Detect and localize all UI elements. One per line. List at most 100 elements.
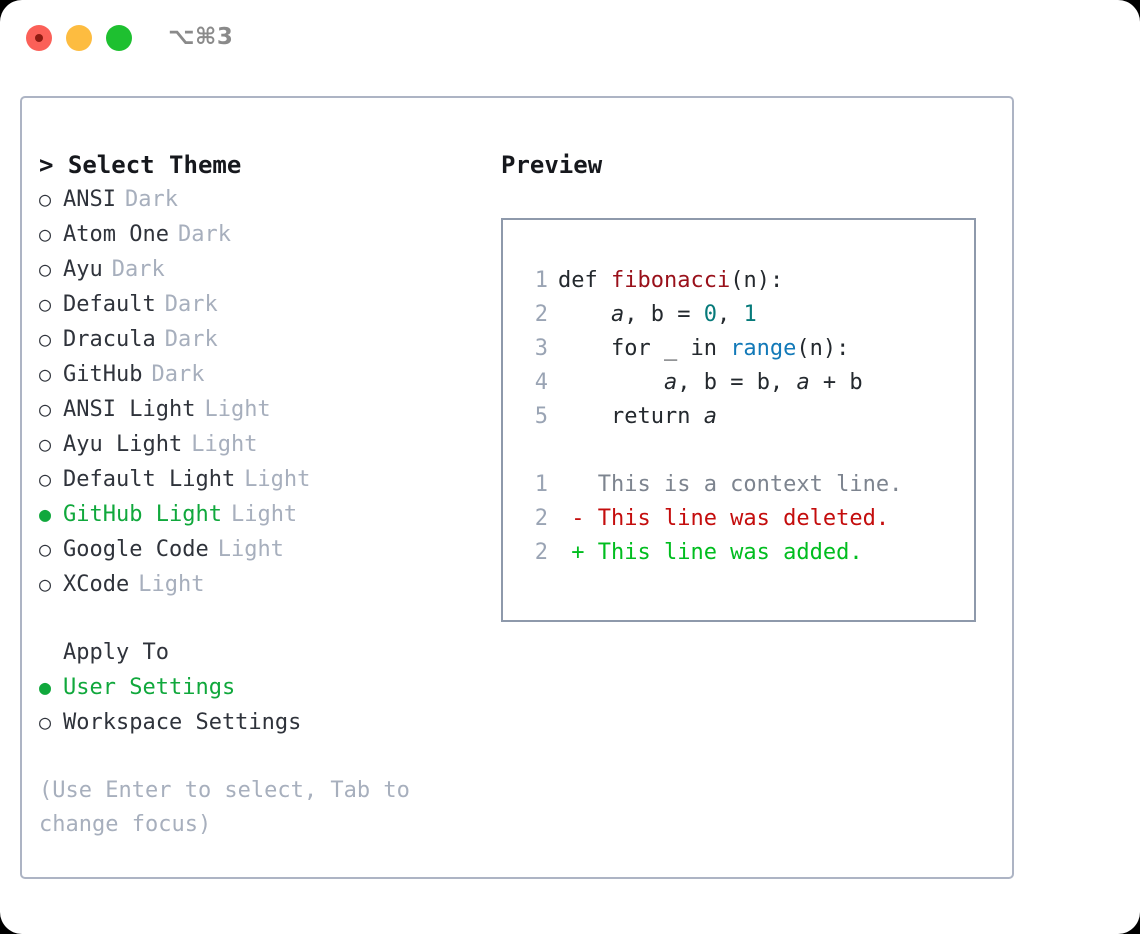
theme-option-8[interactable]: ○ Default Light Light — [39, 462, 479, 497]
theme-option-variant: Dark — [124, 187, 178, 212]
code-token-plain: (n): — [796, 336, 850, 361]
theme-option-variant: Light — [191, 432, 258, 457]
diff-sample: 1 This is a context line. 2 - This line w… — [521, 468, 974, 570]
radio-unselected-icon: ○ — [39, 432, 52, 456]
apply-option-label: User Settings — [63, 675, 236, 700]
code-token-var: a — [663, 370, 678, 395]
theme-option-variant: Light — [138, 572, 205, 597]
code-token-plain: def — [558, 268, 611, 293]
theme-option-4[interactable]: ○ Dracula Dark — [39, 322, 479, 357]
radio-unselected-icon: ○ — [39, 257, 52, 281]
radio-unselected-icon: ○ — [39, 397, 52, 421]
radio-unselected-icon: ○ — [39, 362, 52, 386]
code-token-plain: + b — [809, 370, 863, 395]
code-token-plain: , — [716, 302, 744, 327]
keyboard-hint: (Use Enter to select, Tab to change focu… — [39, 778, 410, 837]
code-line-2: 3 for _ in range(n): — [521, 332, 974, 366]
theme-option-variant: Dark — [111, 257, 165, 282]
diff-line-0: 1 This is a context line. — [521, 468, 974, 502]
theme-option-10[interactable]: ○ Google Code Light — [39, 532, 479, 567]
code-line-number: 5 — [534, 404, 548, 429]
preview-heading: Preview — [501, 151, 603, 179]
code-line-number: 3 — [534, 336, 548, 361]
theme-option-label: Atom One — [63, 222, 169, 247]
code-token-plain — [558, 370, 664, 395]
diff-line-2: 2 + This line was added. — [521, 536, 974, 570]
radio-unselected-icon: ○ — [39, 327, 52, 351]
radio-selected-icon: ● — [39, 502, 52, 526]
minimize-button[interactable] — [66, 25, 92, 51]
select-theme-heading: > Select Theme — [39, 151, 242, 179]
radio-unselected-icon: ○ — [39, 222, 52, 246]
theme-option-variant: Dark — [177, 222, 231, 247]
apply-to-heading: Apply To — [63, 640, 169, 665]
apply-option-0[interactable]: ● User Settings — [39, 670, 479, 705]
titlebar: ⌥⌘3 — [0, 0, 1140, 76]
code-token-plain: for _ in — [558, 336, 731, 361]
maximize-button[interactable] — [106, 25, 132, 51]
code-token-var: a — [610, 302, 625, 327]
window-controls — [26, 25, 132, 51]
theme-option-label: Default — [63, 292, 156, 317]
theme-option-1[interactable]: ○ Atom One Dark — [39, 217, 479, 252]
theme-option-variant: Light — [244, 467, 311, 492]
theme-option-variant: Light — [204, 397, 271, 422]
code-token-var: a — [703, 404, 717, 429]
apply-option-1[interactable]: ○ Workspace Settings — [39, 705, 479, 740]
theme-option-6[interactable]: ○ ANSI Light Light — [39, 392, 479, 427]
theme-option-label: ANSI — [63, 187, 116, 212]
code-line-1: 2 a, b = 0, 1 — [521, 298, 974, 332]
code-line-number: 4 — [534, 370, 548, 395]
theme-option-label: Ayu Light — [63, 432, 183, 457]
radio-unselected-icon: ○ — [39, 187, 52, 211]
theme-option-label: Dracula — [63, 327, 156, 352]
theme-option-variant: Dark — [164, 327, 218, 352]
code-line-number: 1 — [534, 268, 548, 293]
radio-unselected-icon: ○ — [39, 537, 52, 561]
code-line-number: 2 — [534, 302, 548, 327]
theme-option-variant: Dark — [164, 292, 218, 317]
code-line-content: return a — [558, 400, 717, 434]
theme-option-variant: Light — [217, 537, 284, 562]
code-line-content: a, b = 0, 1 — [558, 298, 757, 332]
theme-option-7[interactable]: ○ Ayu Light Light — [39, 427, 479, 462]
code-token-plain — [558, 302, 611, 327]
theme-option-3[interactable]: ○ Default Dark — [39, 287, 479, 322]
code-line-4: 5 return a — [521, 400, 974, 434]
radio-unselected-icon: ○ — [39, 467, 52, 491]
theme-option-variant: Dark — [151, 362, 205, 387]
code-token-num: 1 — [743, 302, 757, 327]
diff-line-number: 2 — [534, 540, 548, 565]
code-token-plain: , b = b, — [677, 370, 797, 395]
theme-option-label: Default Light — [63, 467, 236, 492]
code-token-fn: fibonacci — [610, 268, 731, 293]
apply-option-label: Workspace Settings — [63, 710, 302, 735]
code-token-num: 0 — [703, 302, 717, 327]
radio-selected-icon: ● — [39, 675, 52, 699]
close-button[interactable] — [26, 25, 52, 51]
code-line-content: a, b = b, a + b — [558, 366, 863, 400]
diff-line-number: 2 — [534, 506, 548, 531]
theme-option-0[interactable]: ○ ANSI Dark — [39, 182, 479, 217]
radio-unselected-icon: ○ — [39, 292, 52, 316]
code-token-var: a — [796, 370, 810, 395]
code-token-plain: , b = — [624, 302, 704, 327]
diff-line-content-del: - This line was deleted. — [558, 506, 890, 531]
theme-option-label: Google Code — [63, 537, 209, 562]
code-line-3: 4 a, b = b, a + b — [521, 366, 974, 400]
theme-option-variant: Light — [230, 502, 298, 527]
radio-unselected-icon: ○ — [39, 710, 52, 734]
code-token-builtin: range — [730, 336, 797, 361]
apply-to-list[interactable]: ● User Settings ○ Workspace Settings — [39, 670, 479, 740]
theme-option-label: ANSI Light — [63, 397, 196, 422]
